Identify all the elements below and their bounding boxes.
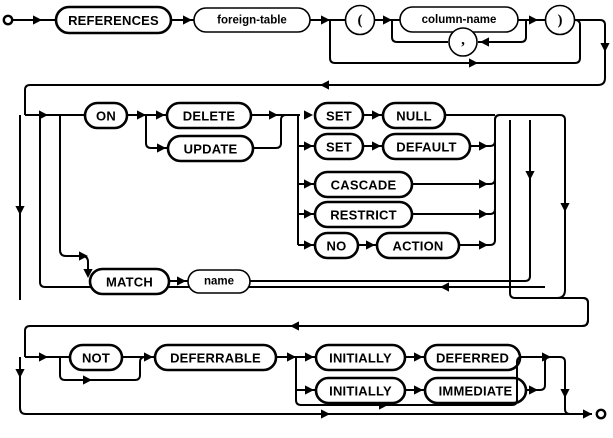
arrow-row1-wrap-down bbox=[600, 43, 610, 52]
rail-immediate-rejoin bbox=[526, 356, 551, 391]
rail-row3-to-end bbox=[559, 356, 592, 415]
terminal-deferrable-label: DEFERRABLE bbox=[170, 351, 261, 366]
arrow-row3-entry bbox=[39, 352, 48, 362]
arrow-wrap-row2-to-row3 bbox=[290, 321, 299, 331]
arrow-into-column-name bbox=[383, 15, 392, 25]
rail-row2-exit-c bbox=[545, 114, 566, 290]
nonterminal-name-label: name bbox=[204, 276, 234, 288]
rail-to-update bbox=[145, 115, 168, 149]
terminal-null-label: NULL bbox=[396, 109, 431, 124]
terminal-on-label: ON bbox=[96, 109, 116, 124]
arrow-into-default bbox=[372, 141, 381, 151]
rail-to-match-branch bbox=[59, 115, 82, 257]
terminal-default-label: DEFAULT bbox=[396, 140, 456, 155]
punct-rparen-label: ) bbox=[558, 13, 563, 29]
rail-wrap-row1-to-row2 bbox=[24, 84, 598, 115]
arrow-after-foreign-table bbox=[321, 15, 330, 25]
rail-skip-initially bbox=[295, 357, 512, 406]
rail-wrap-row2-to-row3 bbox=[24, 297, 589, 357]
arrow-into-rparen bbox=[529, 15, 538, 25]
rail-match-drop bbox=[81, 255, 89, 276]
arrow-into-delete bbox=[156, 110, 165, 120]
terminal-set-2-label: SET bbox=[326, 140, 352, 155]
arrow-action-repeat-back bbox=[440, 282, 449, 292]
arrow-into-name bbox=[177, 276, 186, 286]
arrow-row3-down-to-end bbox=[560, 389, 570, 398]
arrow-wrap-row1-to-row2 bbox=[320, 80, 329, 90]
terminal-cascade-label: CASCADE bbox=[331, 178, 397, 193]
punct-lparen-label: ( bbox=[358, 13, 363, 29]
terminal-set-1-label: SET bbox=[326, 109, 352, 124]
arrow-into-set-null bbox=[304, 110, 313, 120]
rail-row1-wrap-down bbox=[574, 19, 606, 86]
arrow-into-immediate bbox=[414, 385, 423, 395]
arrow-after-on bbox=[137, 110, 146, 120]
terminal-not-label: NOT bbox=[82, 351, 110, 366]
terminal-references-label: REFERENCES bbox=[68, 13, 159, 28]
arrow-into-update bbox=[157, 143, 166, 153]
arrow-into-cascade bbox=[304, 179, 313, 189]
terminal-immediate-label: IMMEDIATE bbox=[439, 384, 513, 399]
rail-row3-skip-rejoin bbox=[511, 356, 523, 406]
punct-comma-box bbox=[448, 27, 478, 57]
arrow-immediate-join bbox=[529, 385, 538, 395]
terminal-restrict-label: RESTRICT bbox=[330, 208, 397, 223]
arrow-into-deferred bbox=[414, 352, 423, 362]
arrow-into-null bbox=[372, 110, 381, 120]
arrow-into-action bbox=[366, 240, 375, 250]
arrow-bypass-deferrable-down bbox=[15, 369, 25, 378]
rail-skip-not bbox=[59, 356, 146, 381]
rail-comma-loop-left bbox=[391, 20, 448, 43]
arrow-into-initially-1 bbox=[305, 352, 314, 362]
arrow-into-end-marker bbox=[583, 409, 592, 419]
nonterminal-foreign-table-label: foreign-table bbox=[217, 15, 287, 27]
arrow-into-foreign-table bbox=[183, 15, 192, 25]
rail-action-repeat-bottom bbox=[39, 115, 545, 288]
rail-update-rejoin bbox=[253, 114, 287, 149]
arrow-into-no bbox=[304, 240, 313, 250]
arrow-after-deferrable bbox=[287, 352, 296, 362]
rail-action-rejoin bbox=[459, 120, 496, 246]
arrow-into-deferrable bbox=[144, 352, 153, 362]
terminal-no-label: NO bbox=[327, 239, 347, 254]
arrow-comma-loop-back bbox=[480, 37, 489, 47]
terminal-initially-2-label: INITIALLY bbox=[329, 384, 392, 399]
arrow-row2-converge-c bbox=[560, 203, 570, 212]
terminal-deferred-label: DEFERRED bbox=[436, 351, 509, 366]
arrow-row2-converge-b bbox=[525, 171, 535, 180]
arrow-restrict-join bbox=[479, 209, 488, 219]
arrow-default-join bbox=[479, 141, 488, 151]
arrow-into-initially-2 bbox=[305, 385, 314, 395]
arrow-into-restrict bbox=[304, 209, 313, 219]
rail-comma-loop-right bbox=[478, 20, 527, 43]
rail-skip-rejoin bbox=[574, 19, 581, 64]
terminal-initially-1-label: INITIALLY bbox=[329, 351, 392, 366]
arrow-skip-column-list bbox=[469, 58, 478, 68]
arrow-cascade-join bbox=[479, 179, 488, 189]
terminal-update-label: UPDATE bbox=[184, 142, 238, 157]
rail-skip-column-list bbox=[329, 20, 575, 64]
terminal-delete-label: DELETE bbox=[183, 109, 236, 124]
rail-bypass-deferrable bbox=[19, 357, 560, 415]
arrow-into-set-default bbox=[304, 141, 313, 151]
arrow-event-join bbox=[269, 110, 278, 120]
nonterminal-column-name-label: column-name bbox=[422, 14, 497, 26]
arrow-bypass-deferrable-right bbox=[321, 409, 330, 419]
punct-comma-label: , bbox=[461, 32, 465, 48]
terminal-match-label: MATCH bbox=[106, 275, 153, 290]
arrow-skip-not bbox=[83, 375, 92, 385]
terminal-action-label: ACTION bbox=[392, 239, 443, 254]
arrow-bypass-actions bbox=[15, 206, 25, 215]
rail-name-rejoin bbox=[250, 120, 531, 282]
arrow-action-join bbox=[479, 240, 488, 250]
arrow-into-references bbox=[33, 15, 42, 25]
rail-row2-wrap-corner bbox=[556, 289, 589, 327]
start-marker-icon bbox=[2, 14, 14, 26]
end-marker-icon bbox=[595, 408, 607, 420]
rail-row2-exit-a bbox=[509, 120, 545, 299]
